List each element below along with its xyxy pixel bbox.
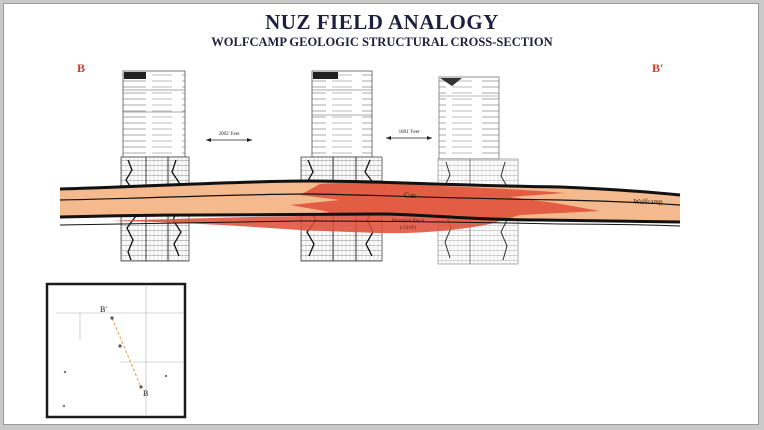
well-log-3 (437, 76, 519, 265)
spacing-right-label: 1801' Feet (399, 130, 420, 135)
map-point-b-prime: B' (100, 305, 107, 314)
wolfcamp-top-line (59, 179, 681, 197)
well-marker-4 (63, 370, 67, 374)
section-line-b-b-prime (111, 317, 142, 388)
spacing-arrow-right: 1801' Feet (386, 130, 432, 140)
well-log-3-header (438, 76, 500, 160)
spacing-arrow-left: 2002' Feet (206, 132, 252, 142)
wolfcamp-lower-line (59, 220, 681, 227)
spacing-left-label: 2002' Feet (219, 132, 240, 137)
well-marker-3 (139, 385, 143, 389)
slide-subtitle: WOLFCAMP GEOLOGIC STRUCTURAL CROSS-SECTI… (211, 35, 553, 49)
section-start-label: B (77, 61, 86, 75)
well-marker-6 (164, 374, 168, 378)
gas-reservoir (110, 182, 600, 234)
well-log-2-logo (313, 72, 338, 79)
wolfcamp-mid-line (59, 193, 681, 206)
location-map-frame (45, 282, 187, 419)
contact-label: Structural Pinch (392, 219, 425, 224)
wolfcamp-base-line (59, 212, 681, 224)
location-map: B' B (45, 282, 187, 419)
well-log-1-header (122, 70, 186, 158)
well-log-1 (120, 70, 190, 262)
well-marker-5 (62, 404, 66, 408)
section-end-label: B' (652, 61, 664, 75)
gas-label: Gas (404, 191, 416, 200)
slide-title: NUZ FIELD ANALOGY (265, 10, 499, 34)
wolfcamp-label: Wolfcamp (634, 198, 663, 206)
well-log-2-header (311, 70, 373, 158)
well-log-1-logo (124, 72, 146, 79)
well-log-3-logo (440, 78, 462, 86)
well-marker-2 (118, 344, 122, 348)
map-point-b: B (143, 389, 148, 398)
well-marker-1 (110, 316, 114, 320)
contact-sublabel: (-5310') (400, 226, 416, 231)
